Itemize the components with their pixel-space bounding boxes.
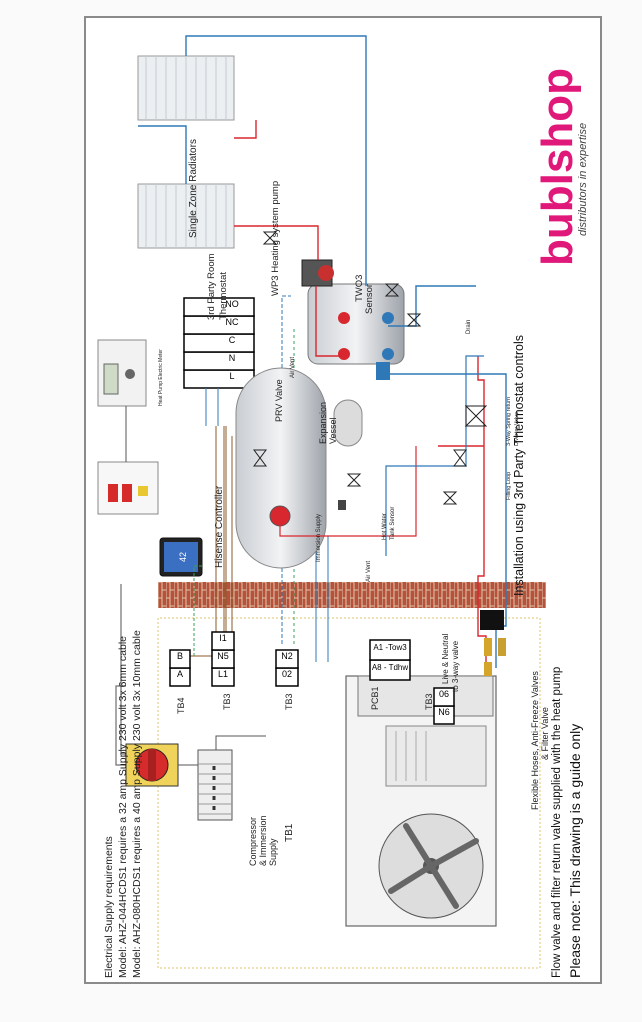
thermostat-label-2: Thermostat <box>218 272 229 320</box>
terminal-block-tb1 <box>197 749 233 821</box>
live-neutral-label-1: Live & Neutral <box>441 634 450 684</box>
brand-logo: bublshop distributors in expertise <box>533 68 589 266</box>
pcb1-label: PCB1 <box>370 686 380 710</box>
heat-pump-unit <box>345 675 497 927</box>
tb3-06: 06 <box>439 689 449 699</box>
terminal-N: N <box>229 353 236 363</box>
elec-title: Electrical Supply requirements <box>103 836 115 978</box>
diagram-frame: 42 <box>84 16 602 984</box>
brand-name: bublshop <box>533 68 582 266</box>
tb4-B: B <box>177 651 183 661</box>
hot-water-label-1: Hot Water <box>382 513 388 540</box>
live-neutral-label-2: to 3-way valve <box>451 640 460 692</box>
tb3-I1: I1 <box>219 633 227 643</box>
air-vent-label: Air Vent <box>290 357 296 378</box>
two3-label: TWO3 <box>354 275 365 302</box>
tb3-L1: L1 <box>218 669 228 679</box>
flex-hoses-label-2: & Filter Valve <box>540 707 550 760</box>
expansion-vessel <box>333 399 363 447</box>
guide-note: Please note: This drawing is a guide onl… <box>567 724 583 978</box>
elec-line2: Model: AHZ-080HCDS1 requires a 40 amp Su… <box>131 630 143 978</box>
terminal-NO: NO <box>225 299 239 309</box>
tb3-N5: N5 <box>217 651 229 661</box>
flexible-hoses <box>480 610 506 676</box>
brick-wall <box>158 582 546 608</box>
compressor-label-3: Supply <box>268 838 278 866</box>
pcb1-terminals <box>369 639 411 681</box>
hot-water-label-2: Tank Sensor <box>390 507 396 540</box>
tb1-label: TB1 <box>284 823 295 842</box>
meter-label: Heat Pump Electric Meter <box>158 349 164 406</box>
expansion-label-1: Expansion <box>318 402 328 444</box>
controller-cable <box>193 565 202 656</box>
cylinder-flow-pipe <box>279 446 417 537</box>
filling-loop-label: Filling Loop <box>506 472 512 500</box>
diverter-valve <box>464 404 488 428</box>
consumer-unit <box>97 461 159 515</box>
hisense-controller: 42 <box>159 537 203 577</box>
terminal-C: C <box>229 335 236 345</box>
heating-pump <box>301 259 334 287</box>
return-pipe <box>138 35 507 668</box>
immersion-label: Immersion Supply <box>316 514 322 562</box>
drain-label: Drain <box>466 320 472 334</box>
radiator-top <box>137 55 235 121</box>
diverter-label-2: Diverter Valve <box>514 412 520 446</box>
diverter-label-1: 3-Way Spring return <box>506 397 512 446</box>
tb3-label-valve: TB3 <box>424 693 434 710</box>
outdoor-zone-boundary <box>157 617 541 969</box>
compressor-wire <box>178 735 266 766</box>
thermostat-label-1: 3rd Party Room <box>206 253 217 320</box>
wp3-label: WP3 Heating system pump <box>270 181 281 296</box>
compressor-label-1: Compressor <box>248 817 258 866</box>
tb3-label-power: TB3 <box>222 693 232 710</box>
buffer-tank <box>307 283 405 380</box>
tb3-o2-terminals <box>275 649 299 687</box>
rotated-diagram: 42 <box>86 18 604 986</box>
tb3-02: 02 <box>282 669 292 679</box>
tb3-N6: N6 <box>438 707 450 717</box>
valves <box>253 231 467 505</box>
air-vent-label-2: Air Vent <box>366 561 372 582</box>
tb3-N2: N2 <box>281 651 293 661</box>
pcb1-A1: A1 -Tow3 <box>373 643 407 652</box>
flex-hoses-label-1: Flexible Hoses, Anti-Freeze Valves <box>530 671 540 810</box>
radiators-label: Single Zone Radiators <box>188 139 199 238</box>
heat-pump-meter <box>97 339 147 407</box>
hot-water-cylinder <box>235 367 346 569</box>
supply-wire <box>115 584 126 766</box>
thermostat-terminals <box>183 297 255 389</box>
thermostat-terminal-labels: L N C NC NO <box>225 299 239 381</box>
tb4-label: TB4 <box>176 697 186 714</box>
thermostat-wire <box>205 388 219 426</box>
controller-temp: 42 <box>178 552 188 562</box>
flow-pipe <box>234 120 487 668</box>
install-note: Installation using 3rd Party Thermostat … <box>512 335 526 596</box>
brand-tagline: distributors in expertise <box>577 123 589 236</box>
tb4-terminals <box>169 649 191 687</box>
controller-label: Hisense Controller <box>214 485 225 568</box>
tb3-valve-terminals <box>433 687 455 725</box>
flow-valve-note: Flow valve and filter return valve suppl… <box>551 667 563 978</box>
isolator-switch <box>125 743 179 787</box>
pcb-cable <box>315 536 329 662</box>
tb3-label-o2: TB3 <box>284 693 294 710</box>
terminal-NC: NC <box>226 317 239 327</box>
expansion-label-2: Vessel <box>328 417 338 444</box>
tb3-power-terminals <box>211 631 235 687</box>
elec-line1: Model: AHZ-044HCDS1 requires a 32 amp Su… <box>117 636 129 978</box>
prv-label: PRV Valve <box>274 379 284 422</box>
cylinder-return-pipe <box>385 355 484 556</box>
compressor-label-2: & Immersion <box>258 815 268 866</box>
pcb1-A8: A8 - Tdhw <box>372 663 409 672</box>
tb-terminal-labels: A B L1 N5 I1 02 N2 A8 - Tdhw A1 -Tow3 N6… <box>177 633 450 717</box>
electrical-notes: Electrical Supply requirements Model: AH… <box>103 630 143 978</box>
terminal-L: L <box>229 371 234 381</box>
tb4-A: A <box>177 669 183 679</box>
sensor-label: Sensor <box>364 284 375 314</box>
heat-pump-wiring-diagram: 42 <box>97 35 589 978</box>
radiator-bottom <box>137 183 235 249</box>
